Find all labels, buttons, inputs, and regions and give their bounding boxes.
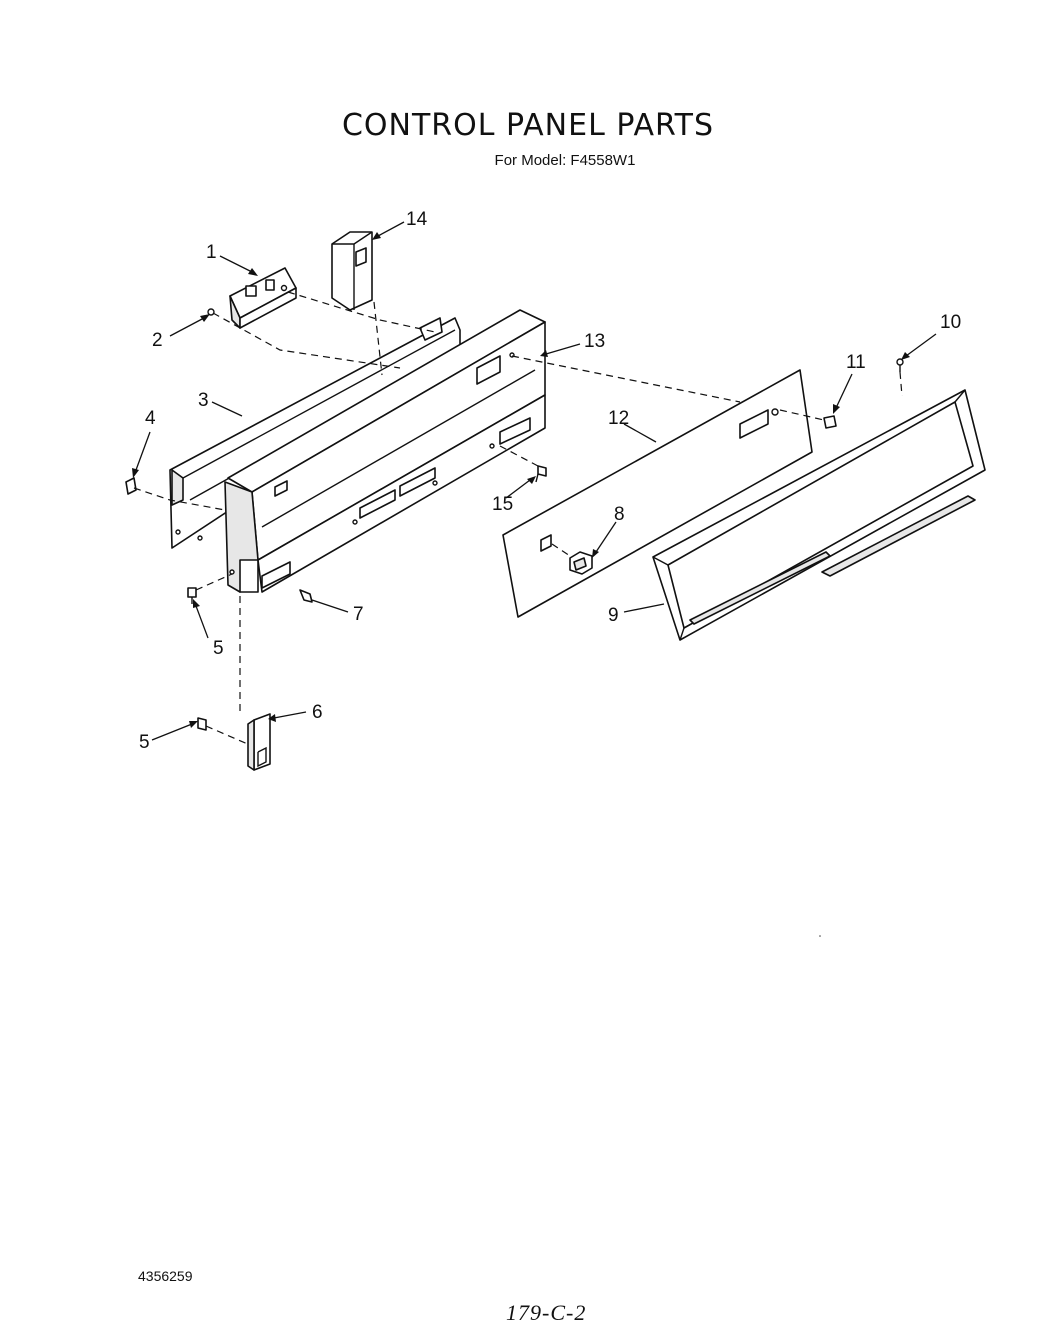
model-subtitle: For Model: F4558W1 bbox=[494, 152, 636, 169]
callout-11: 11 bbox=[846, 352, 866, 373]
knob-part-8 bbox=[569, 551, 593, 575]
leader-lines bbox=[132, 221, 937, 741]
page-reference: 179-C-2 bbox=[506, 1300, 587, 1325]
callout-7: 7 bbox=[353, 604, 364, 625]
callout-9: 9 bbox=[608, 605, 619, 626]
relay-cover-box bbox=[331, 231, 373, 311]
callout-4: 4 bbox=[145, 408, 156, 429]
callout-6: 6 bbox=[312, 702, 323, 723]
callout-5-lower: 5 bbox=[139, 732, 150, 753]
callout-1: 1 bbox=[206, 242, 217, 263]
assembly-lines bbox=[133, 291, 903, 746]
callout-12: 12 bbox=[608, 408, 629, 429]
screw-part-2 bbox=[207, 308, 215, 316]
clock-timer-module bbox=[229, 267, 297, 329]
callout-3: 3 bbox=[198, 390, 209, 411]
bracket-part-6 bbox=[247, 713, 271, 771]
callout-5-upper: 5 bbox=[213, 638, 224, 659]
trim-frame-part-9 bbox=[652, 389, 986, 641]
callout-10: 10 bbox=[940, 312, 961, 333]
button-part-11 bbox=[823, 415, 837, 429]
document-number: 4356259 bbox=[138, 1268, 193, 1284]
callout-14: 14 bbox=[406, 209, 428, 230]
screw-part-10 bbox=[896, 358, 904, 372]
control-panel-housing bbox=[224, 309, 546, 593]
callout-15: 15 bbox=[492, 494, 513, 515]
scan-speck bbox=[819, 935, 821, 937]
callout-13: 13 bbox=[584, 331, 605, 352]
screw-part-7 bbox=[299, 589, 313, 603]
clip-part-4 bbox=[125, 477, 137, 495]
screw-part-5-lower bbox=[197, 717, 207, 731]
screw-part-15 bbox=[535, 465, 547, 483]
screw-part-5-upper bbox=[187, 587, 197, 604]
callout-8: 8 bbox=[614, 504, 625, 525]
page-title: CONTROL PANEL PARTS bbox=[341, 108, 715, 143]
callout-2: 2 bbox=[152, 330, 163, 351]
